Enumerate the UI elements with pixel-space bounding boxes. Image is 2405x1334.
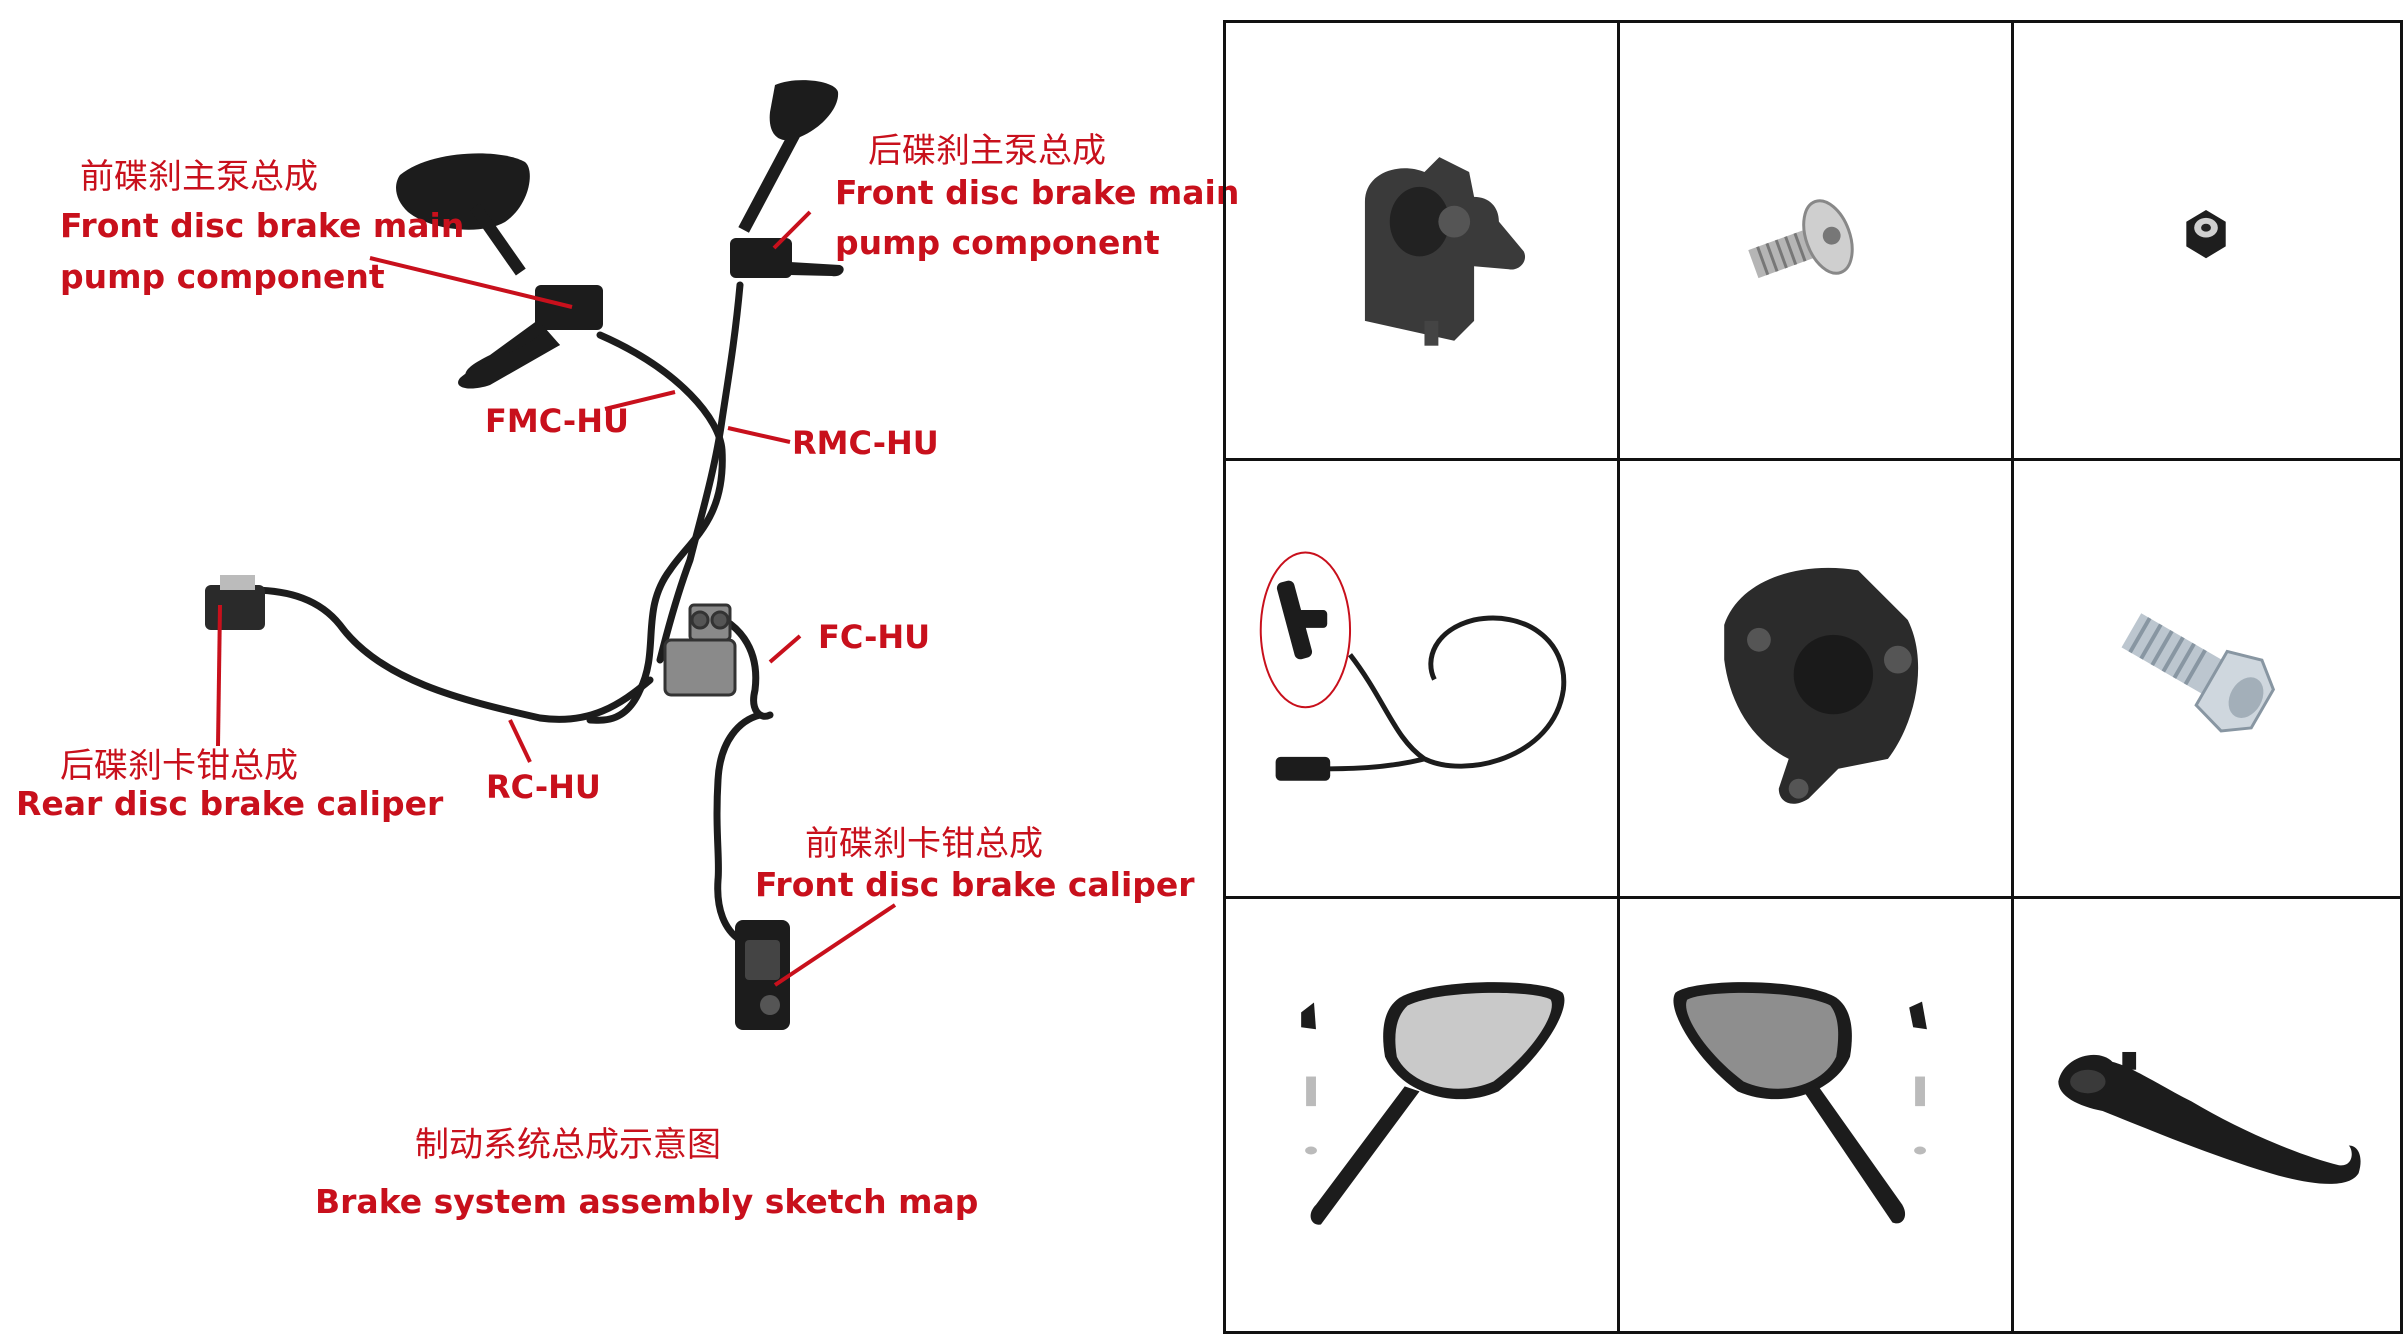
part-cell-sensor [1223,458,1617,896]
front-pump-label-en-1: Front disc brake main [60,206,465,245]
brake-system-diagram: 前碟刹主泵总成 Front disc brake main pump compo… [0,0,1239,1334]
part-cell-lever [2011,896,2403,1334]
rmc-hose [656,281,744,664]
torx-screw-icon [1748,199,1854,279]
wheel-speed-sensor-icon [1259,551,1567,781]
front-pump-label-en-2: pump component [60,257,385,296]
part-cell-bracket [1223,20,1617,458]
lock-nut-icon [2186,209,2226,259]
part-cell-screw [1617,20,2011,458]
front-caliper-label-en: Front disc brake caliper [755,865,1195,904]
left-mirror-icon [1301,982,1565,1225]
flange-bolt-icon [2121,613,2276,733]
rc-hu-label: RC-HU [486,768,601,806]
front-master-cylinder [396,153,603,389]
rear-caliper-part [205,575,265,630]
assembly-drawing [205,80,897,1030]
part-cell-left-mirror [1223,896,1617,1334]
brake-caliper-icon [1724,567,1919,804]
front-caliper-label-zh: 前碟刹卡钳总成 [805,824,1043,864]
rear-pump-label-zh: 后碟刹主泵总成 [868,131,1106,171]
rc-hose [246,586,654,723]
rear-caliper-label-zh: 后碟刹卡钳总成 [60,746,298,786]
brake-lever-icon [2058,1051,2361,1184]
rear-caliper-label-en: Rear disc brake caliper [16,784,444,823]
part-cell-nut [2011,20,2403,458]
front-pump-label-zh: 前碟刹主泵总成 [80,157,318,197]
right-mirror-icon [1673,982,1927,1224]
fc-hu-label: FC-HU [818,618,931,656]
rmc-hu-label: RMC-HU [792,424,939,462]
front-caliper-hose [713,711,764,944]
part-cell-caliper [1617,458,2011,896]
caption-en: Brake system assembly sketch map [315,1182,979,1221]
fmc-hu-label: FMC-HU [485,402,629,440]
fmc-hose [586,331,726,724]
front-caliper-part [735,920,790,1030]
part-cell-right-mirror [1617,896,2011,1334]
caption-zh: 制动系统总成示意图 [415,1125,721,1165]
rear-pump-label-en-1: Front disc brake main [835,173,1240,212]
bracket-clamp-icon [1364,157,1526,346]
rear-master-cylinder [730,80,844,278]
part-cell-bolt [2011,458,2403,896]
rear-pump-label-en-2: pump component [835,223,1160,262]
abs-hydraulic-unit [663,603,737,697]
parts-grid [1223,20,2403,1334]
